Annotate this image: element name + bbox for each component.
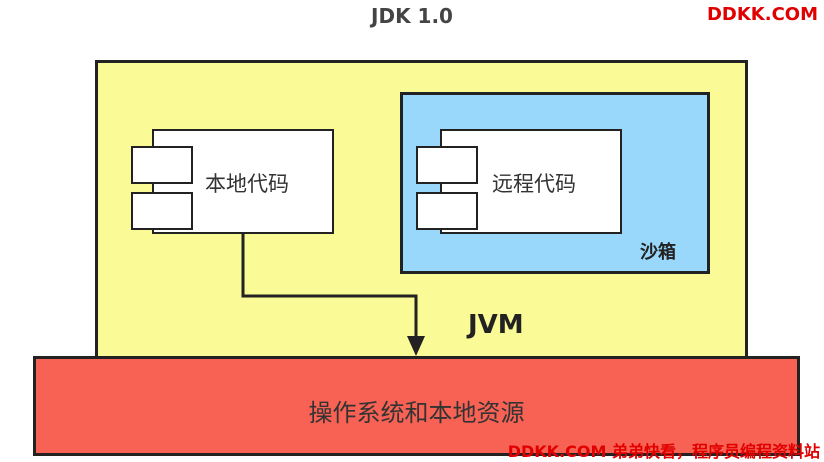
arrow-head [407, 336, 425, 356]
diagram-title: JDK 1.0 [371, 4, 453, 28]
local-code-tab-bottom [131, 192, 193, 230]
sandbox-box [400, 92, 710, 274]
local-code-label: 本地代码 [205, 172, 289, 196]
jvm-label: JVM [468, 310, 524, 340]
os-resources-box [33, 356, 800, 456]
watermark-top: DDKK.COM [706, 4, 818, 25]
remote-code-tab-bottom [416, 192, 478, 230]
arrow-line [241, 234, 418, 340]
local-code-tab-top [131, 146, 193, 184]
os-resources-label: 操作系统和本地资源 [308, 399, 525, 427]
remote-code-label: 远程代码 [492, 172, 576, 196]
sandbox-label: 沙箱 [640, 242, 676, 263]
watermark-bottom: DDKK.COM 弟弟快看，程序员编程资料站 [507, 442, 820, 461]
remote-code-tab-top [416, 146, 478, 184]
